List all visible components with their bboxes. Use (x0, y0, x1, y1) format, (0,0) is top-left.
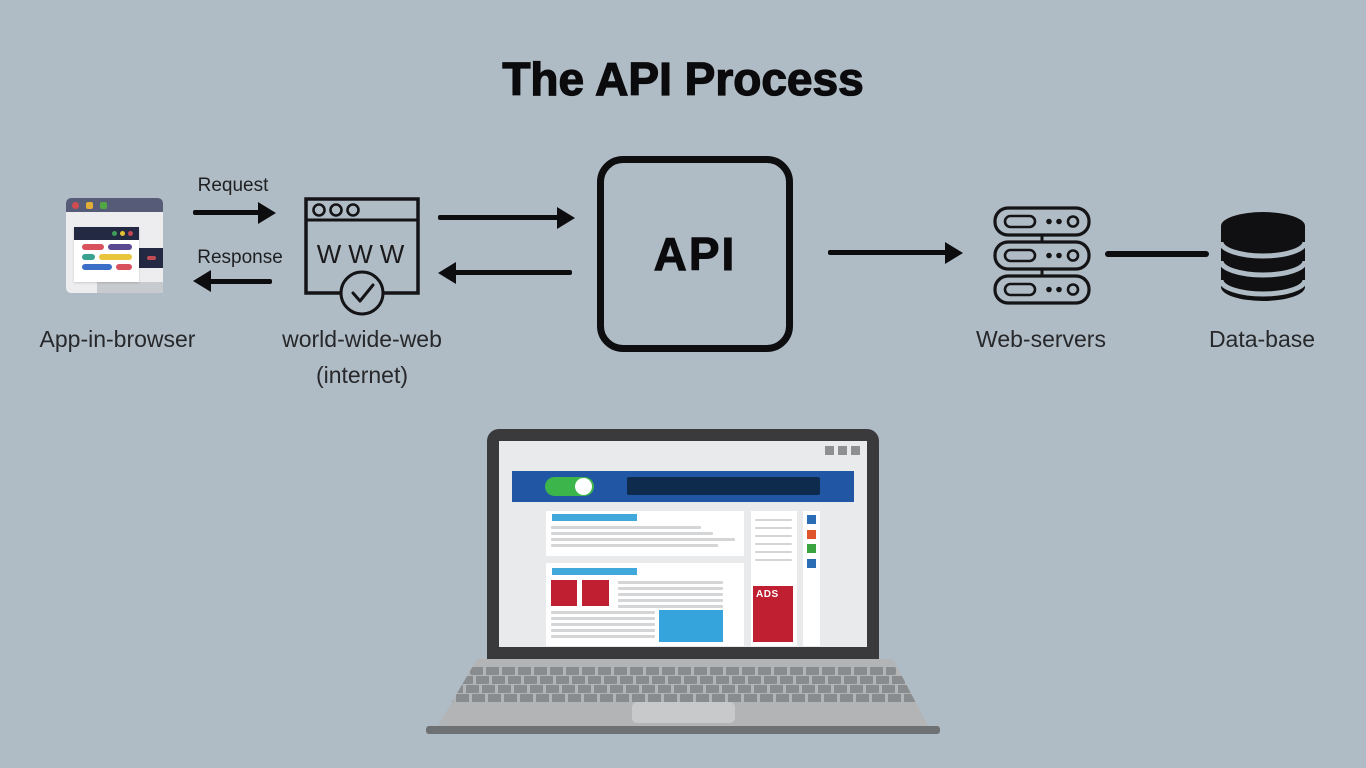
servers-to-db-connector (1105, 251, 1209, 257)
web-servers-icon (993, 206, 1091, 305)
heading-bar (552, 568, 637, 575)
text-line (551, 617, 655, 620)
ads-badge: ADS (753, 586, 793, 642)
text-line (755, 559, 792, 561)
card-dot-green (112, 231, 117, 236)
arrowhead-right-icon (258, 202, 276, 224)
toggle-switch (545, 477, 594, 496)
image-thumbnail (551, 580, 577, 606)
window-dot-yellow (86, 202, 93, 209)
keyboard-row (450, 685, 916, 693)
text-line (618, 581, 723, 584)
text-line (755, 519, 792, 521)
card-dot-red (128, 231, 133, 236)
text-line (551, 538, 735, 541)
app-card-titlebar (74, 227, 139, 240)
content-panel-2 (546, 563, 744, 646)
arrowhead-left-icon (438, 262, 456, 284)
request-label: Request (197, 175, 269, 196)
laptop-screen: ADS (499, 441, 867, 647)
text-line (551, 526, 701, 529)
window-dot-green (100, 202, 107, 209)
app-card (74, 227, 139, 282)
www-icon: WWW (304, 197, 420, 316)
window-control-icon (838, 446, 847, 455)
app-in-browser-label: App-in-browser (39, 326, 196, 352)
arrowhead-right-icon (557, 207, 575, 229)
text-line (618, 599, 723, 602)
text-line (551, 544, 718, 547)
text-line (551, 623, 655, 626)
content-pill (82, 264, 112, 270)
content-pill (99, 254, 132, 260)
trackpad (632, 702, 735, 723)
www-label: world-wide-web (282, 326, 442, 352)
api-box: API (597, 156, 793, 352)
laptop-base-edge (426, 726, 940, 734)
text-line (618, 593, 723, 596)
mini-window-pill (147, 256, 156, 260)
window-dot-red (72, 202, 79, 209)
content-pill (108, 244, 132, 250)
search-bar (627, 477, 820, 495)
browser-toolbar (512, 471, 854, 502)
text-line (755, 527, 792, 529)
sidebar-squares (803, 511, 820, 646)
text-line (618, 587, 723, 590)
text-line (755, 551, 792, 553)
text-line (755, 543, 792, 545)
keyboard-row (470, 667, 896, 675)
text-line (755, 535, 792, 537)
content-pill (82, 244, 104, 250)
text-line (551, 532, 713, 535)
content-pill (82, 254, 95, 260)
window-control-icon (851, 446, 860, 455)
keyboard-row (440, 694, 926, 702)
sidebar-square-blue (807, 515, 816, 524)
card-dot-yellow (120, 231, 125, 236)
data-base-label: Data-base (1208, 326, 1316, 352)
response-label: Response (197, 247, 283, 268)
image-thumbnail (582, 580, 609, 606)
app-in-browser-icon (66, 198, 163, 293)
text-line (551, 635, 655, 638)
check-circle-icon (339, 270, 385, 316)
page-title: The API Process (502, 52, 865, 105)
window-control-icon (825, 446, 834, 455)
laptop-illustration: ADS (487, 429, 879, 659)
checkmark-icon (351, 283, 375, 303)
keyboard-row (460, 676, 906, 684)
toggle-knob (575, 478, 592, 495)
mini-window (139, 248, 163, 268)
text-line (618, 605, 723, 608)
content-panel-1 (546, 511, 744, 556)
browser-titlebar (66, 198, 163, 212)
www-sublabel: (internet) (315, 362, 409, 388)
sidebar-square-green (807, 544, 816, 553)
sidebar-square-blue (807, 559, 816, 568)
content-pill (116, 264, 132, 270)
media-block (659, 610, 723, 642)
card-shadow (97, 282, 163, 293)
server-unit (993, 274, 1091, 305)
server-unit (993, 240, 1091, 271)
www-text: WWW (317, 239, 412, 269)
arrowhead-right-icon (945, 242, 963, 264)
laptop-keyboard (438, 659, 928, 726)
ads-panel: ADS (751, 511, 797, 646)
heading-bar (552, 514, 637, 521)
server-unit (993, 206, 1091, 237)
web-servers-label: Web-servers (976, 326, 1106, 352)
sidebar-square-orange (807, 530, 816, 539)
database-icon (1220, 212, 1306, 301)
arrowhead-left-icon (193, 270, 211, 292)
text-line (551, 629, 655, 632)
text-line (551, 611, 655, 614)
